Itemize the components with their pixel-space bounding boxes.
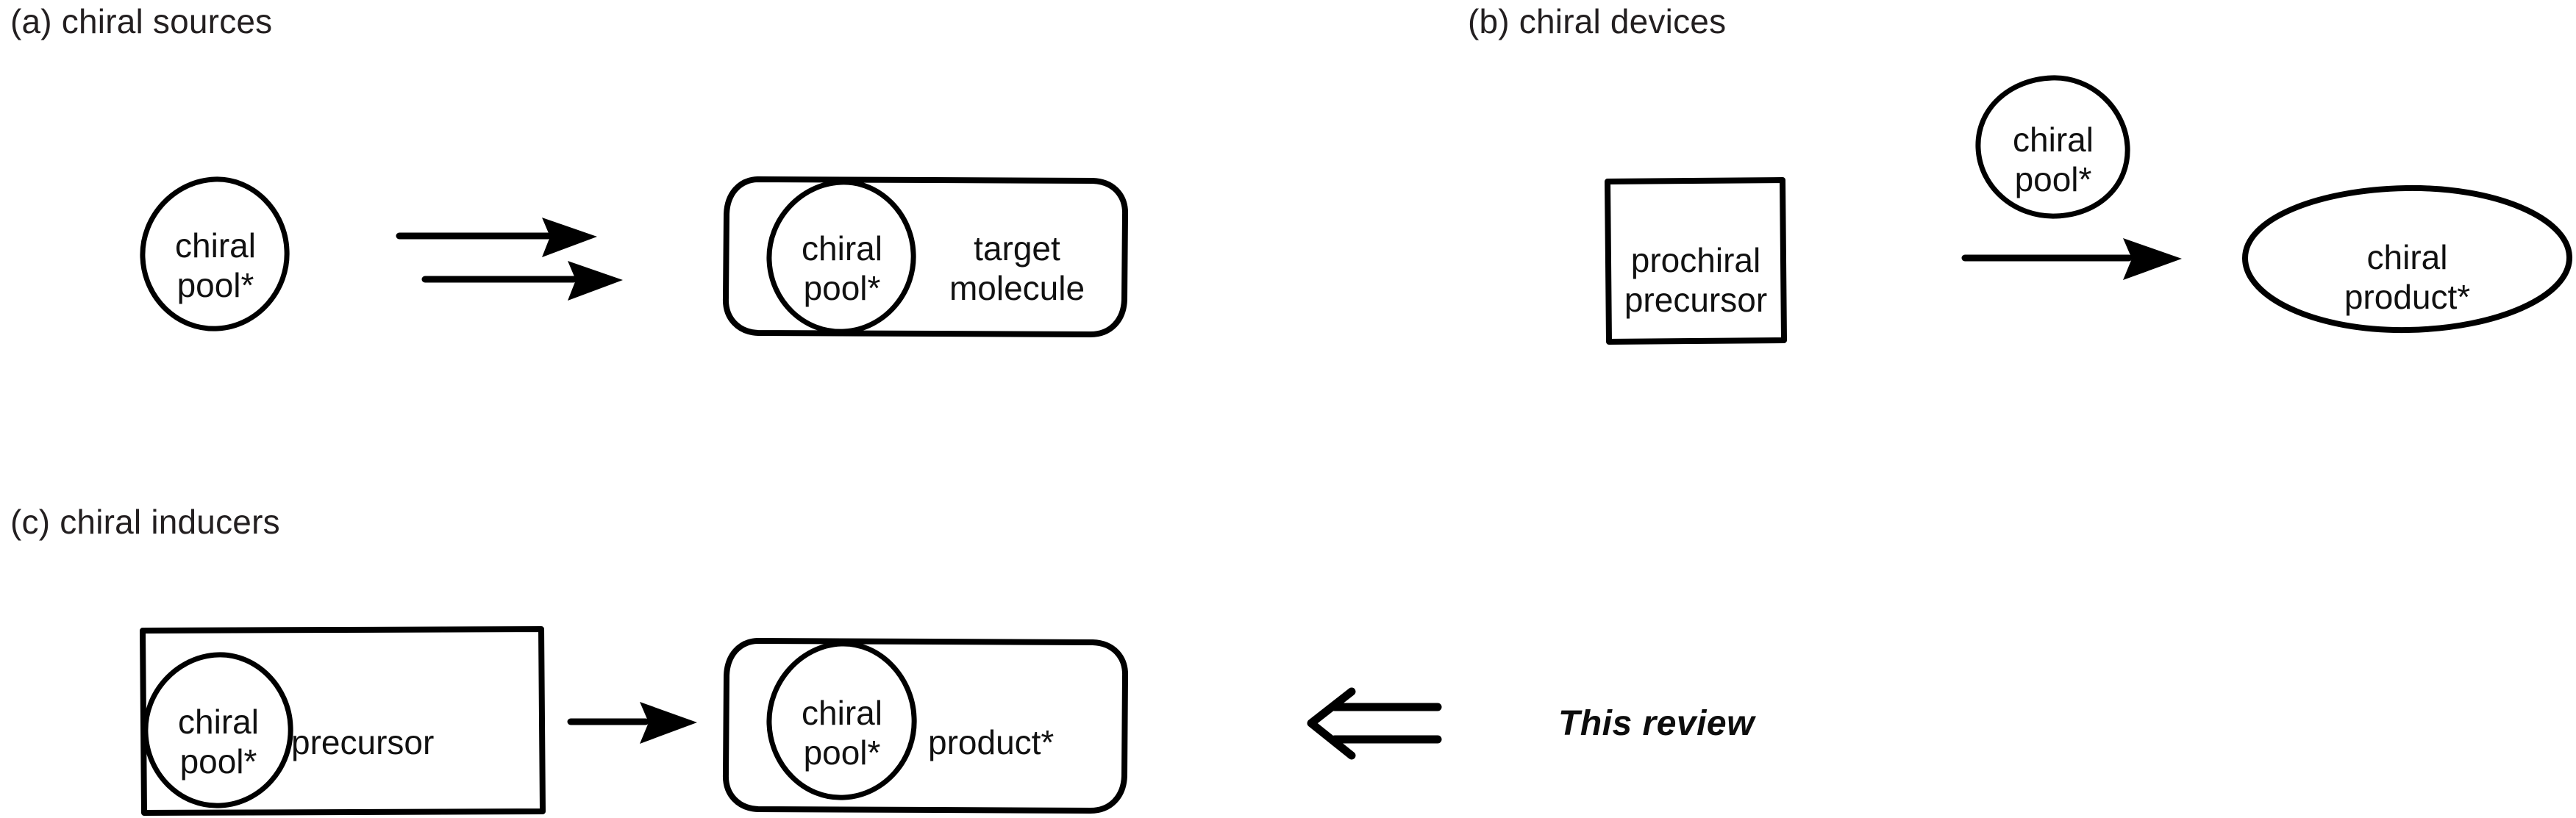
panel-c-precursor-box-shape (140, 626, 546, 816)
panel-c-review-arrow (1307, 687, 1442, 760)
panel-c-arrow (567, 702, 697, 744)
panel-a-product-box-shape (722, 176, 1129, 337)
panel-b-precursor-box-shape (1605, 177, 1787, 345)
panel-a-source-circle-shape (140, 176, 290, 331)
panel-c-precursor-circle-shape (143, 652, 293, 808)
panel-c-product-box-shape (722, 638, 1129, 814)
panel-b-label: (b) chiral devices (1468, 2, 1727, 40)
this-review-label: This review (1558, 704, 1755, 743)
panel-b-reagent-circle-shape (1975, 75, 2130, 219)
panel-a-label: (a) chiral sources (10, 2, 273, 40)
panel-a-product-box-circle-shape (766, 179, 916, 334)
panel-a-double-arrow (396, 218, 623, 301)
panel-c-product-circle-shape (766, 641, 917, 800)
panel-b-arrow (1961, 238, 2182, 280)
panel-b-product-ellipse-shape (2241, 184, 2573, 334)
panel-c-label: (c) chiral inducers (10, 503, 280, 541)
